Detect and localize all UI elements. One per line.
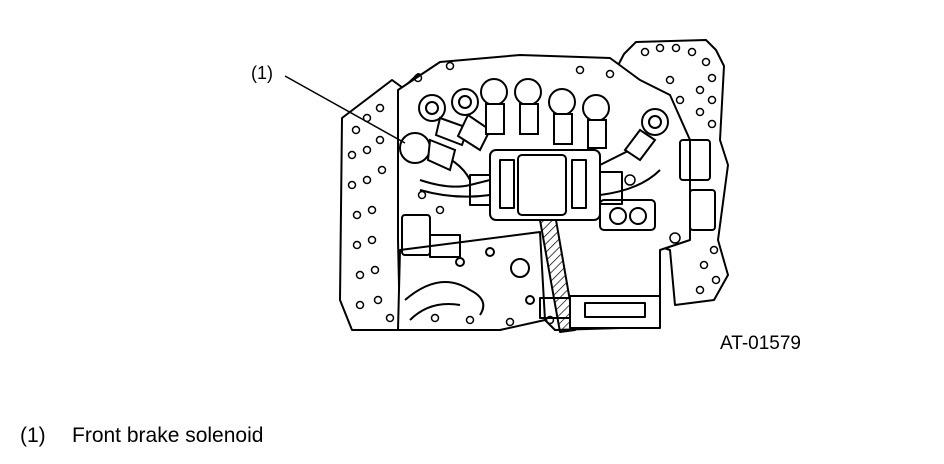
solenoid-7 <box>582 94 610 149</box>
front-brake-solenoid <box>399 132 457 172</box>
solenoid-6 <box>548 88 576 145</box>
lower-left-plate <box>397 231 546 331</box>
solenoid-4 <box>480 78 508 135</box>
solenoid-5 <box>514 78 542 135</box>
callout-leader-line <box>284 75 406 144</box>
callout-label: (1) <box>251 63 273 83</box>
wire-harness-strip <box>539 219 576 333</box>
connector-center <box>517 154 567 216</box>
solenoid-3 <box>451 88 492 152</box>
figure-id: AT-01579 <box>720 333 801 354</box>
legend-item: (1) Front brake solenoid <box>20 424 263 448</box>
bottom-bracket <box>569 295 661 329</box>
solenoid-8 <box>623 108 669 162</box>
legend-number: (1) <box>20 424 46 447</box>
legend-label: Front brake solenoid <box>72 424 264 447</box>
